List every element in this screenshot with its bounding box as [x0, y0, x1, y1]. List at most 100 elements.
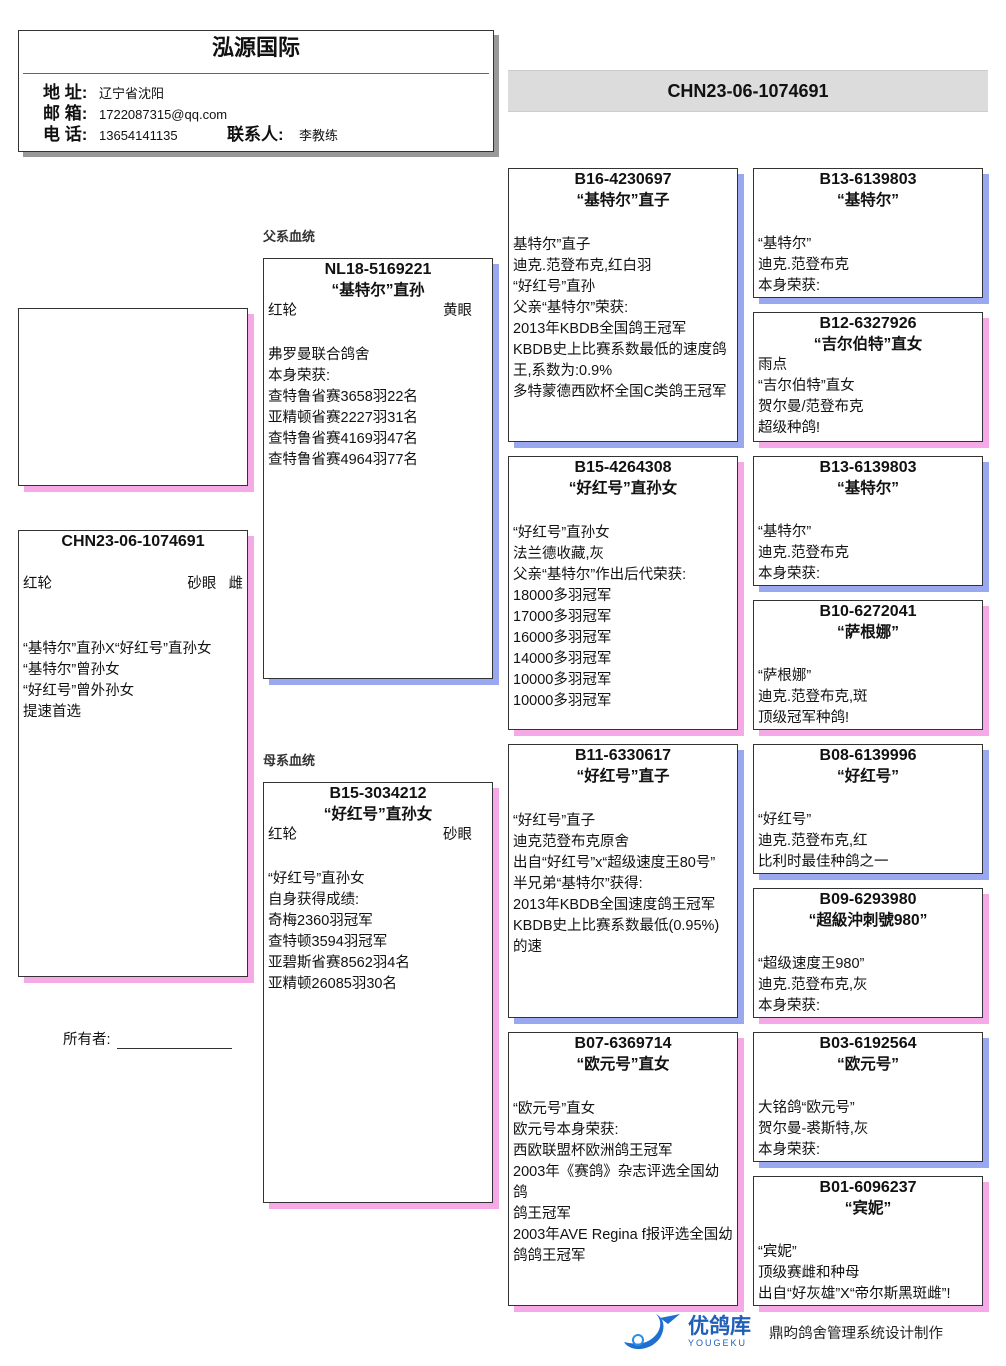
loft-name: 泓源国际 — [211, 35, 300, 60]
pigeon-name: “萨根娜” — [836, 624, 899, 641]
footer: 优鸽库 YOUGEKU 鼎昀鸽舍管理系统设计制作 — [620, 1312, 943, 1352]
email-value: 1722087315@qq.com — [99, 107, 228, 122]
note-line: 本身荣获: — [268, 368, 331, 384]
note-line: 本身荣获: — [758, 998, 821, 1014]
pedigree-card: B11-6330617“好红号”直子“好红号”直子迪克范登布克原舍出自“好红号”… — [508, 744, 738, 1018]
note-line: 出自“好灰雄”X“帝尔斯黑斑雌”! — [758, 1286, 951, 1302]
note-line: 西欧联盟杯欧洲鸽王冠军 — [513, 1143, 673, 1159]
ring-number: B10-6272041 — [819, 603, 917, 620]
phone-label: 电 话: — [43, 125, 88, 144]
yougeku-logo-icon — [624, 1314, 680, 1350]
subject-card: CHN23-06-1074691 红轮 砂眼 雌 “基特尔”直孙X“好红号”直孙… — [18, 530, 248, 977]
ring-number: B09-6293980 — [819, 891, 917, 908]
note-line: “宾妮” — [758, 1244, 797, 1260]
note-line: 迪克.范登布克,红白羽 — [513, 258, 652, 274]
notes: 雨点“吉尔伯特”直女贺尔曼/范登布克超级种鸽! — [754, 355, 982, 439]
pedigree-card: B08-6139996“好红号”“好红号”迪克.范登布克,红比利时最佳种鸽之一 — [753, 744, 983, 874]
note-line: “吉尔伯特”直女 — [758, 378, 855, 394]
note-line: 迪克.范登布克 — [758, 545, 850, 561]
pigeon-name: “好红号”直孙女 — [568, 480, 678, 497]
subject-note-line: “基特尔”直孙X“好红号”直孙女 — [23, 641, 212, 657]
owner-label: 所有者: — [63, 1032, 111, 1048]
ring-number: B13-6139803 — [819, 171, 917, 188]
notes: “超级速度王980”迪克.范登布克,灰本身荣获: — [754, 954, 982, 1017]
note-line: 顶级赛雌和种母 — [758, 1265, 860, 1281]
note-line: “好红号” — [758, 812, 812, 828]
note-line: 查特鲁省赛4169羽47名 — [268, 431, 418, 447]
pedigree-card: B16-4230697“基特尔”直子基特尔”直子迪克.范登布克,红白羽“好红号”… — [508, 168, 738, 442]
address-value: 辽宁省沈阳 — [99, 86, 165, 101]
note-line: 亚精顿26085羽30名 — [268, 976, 397, 992]
logo-text: 优鸽库 — [688, 1315, 751, 1338]
subject-ring-color: 红轮 — [23, 576, 52, 592]
note-line: 欧元号本身荣获: — [513, 1122, 619, 1138]
note-line: “萨根娜” — [758, 668, 812, 684]
note-line: 超级种鸽! — [758, 420, 821, 436]
address-label: 地 址: — [43, 83, 88, 102]
subject-note-line: “好红号”曾外孙女 — [23, 683, 135, 699]
note-line: 迪克.范登布克,斑 — [758, 689, 868, 705]
note-line: 弗罗曼联合鸽舍 — [268, 347, 370, 363]
ring-color: 红轮 — [268, 303, 297, 319]
pigeon-name: “宾妮” — [844, 1200, 892, 1217]
ring-number: B15-4264308 — [574, 459, 672, 476]
pedigree-card: B13-6139803“基特尔”“基特尔”迪克.范登布克本身荣获: — [753, 456, 983, 586]
note-line: 2003年《赛鸽》杂志评选全国幼鸽 — [513, 1164, 720, 1201]
note-line: 鸽王冠军 — [513, 1206, 571, 1222]
pigeon-name: “基特尔”直子 — [576, 192, 670, 209]
notes: 基特尔”直子迪克.范登布克,红白羽“好红号”直孙父亲“基特尔”荣获:2013年K… — [509, 235, 737, 403]
photo-placeholder — [18, 308, 248, 486]
ring-number: NL18-5169221 — [324, 261, 432, 278]
owner-blank-line — [116, 1032, 232, 1049]
pigeon-name: “好红号”直子 — [576, 768, 670, 785]
note-line: 半兄弟“基特尔”获得: — [513, 876, 643, 892]
note-line: “欧元号”直女 — [513, 1101, 596, 1117]
logo-subtext: YOUGEKU — [688, 1338, 748, 1348]
note-line: 自身获得成绩: — [268, 892, 360, 908]
owner-field: 所有者: — [63, 1028, 232, 1049]
note-line: 亚精顿省赛2227羽31名 — [268, 410, 418, 426]
ring-color: 红轮 — [268, 827, 297, 843]
note-line: 父亲“基特尔”作出后代荣获: — [513, 567, 687, 583]
note-line: “好红号”直子 — [513, 813, 596, 829]
note-line: “基特尔” — [758, 236, 812, 252]
subject-notes: “基特尔”直孙X“好红号”直孙女“基特尔”曾孙女“好红号”曾外孙女提速首选 — [19, 639, 247, 723]
pedigree-card: B10-6272041 “萨根娜” “萨根娜” 迪克.范登布克,斑顶级冠军种鸽! — [753, 600, 983, 730]
note-line: “基特尔” — [758, 524, 812, 540]
note-line: 奇梅2360羽冠军 — [268, 913, 373, 929]
pedigree-card: B01-6096237“宾妮”“宾妮”顶级赛雌和种母出自“好灰雄”X“帝尔斯黑斑… — [753, 1176, 983, 1306]
note-line: 2013年KBDB全国速度鸽王冠军 — [513, 897, 716, 913]
note-line: 比利时最佳种鸽之一 — [758, 854, 889, 870]
note-line: “超级速度王980” — [758, 956, 865, 972]
notes: “好红号”直孙女自身获得成绩:奇梅2360羽冠军查特顿3594羽冠军亚碧斯省赛8… — [264, 869, 492, 995]
pedigree-card: B03-6192564“欧元号”大铭鸽“欧元号”贺尔曼-裘斯特,灰本身荣获: — [753, 1032, 983, 1162]
note-line: 顶级冠军种鸽! — [758, 710, 850, 726]
note-line: 贺尔曼-裘斯特,灰 — [758, 1121, 869, 1137]
note-line: 查特顿3594羽冠军 — [268, 934, 388, 950]
note-line: 出自“好红号”x“超级速度王80号” — [513, 855, 716, 871]
note-line: “好红号”直孙 — [513, 279, 596, 295]
pigeon-name: “好红号” — [836, 768, 899, 785]
note-line: 大铭鸽“欧元号” — [758, 1100, 855, 1116]
pedigree-card: B07-6369714 “欧元号”直女“欧元号”直女欧元号本身荣获: 西欧联盟杯欧洲… — [508, 1032, 738, 1306]
notes: “欧元号”直女欧元号本身荣获: 西欧联盟杯欧洲鸽王冠军 2003年《赛鸽》杂志评选全… — [509, 1099, 737, 1267]
contact-value: 李教练 — [299, 128, 339, 143]
subject-eye: 砂眼 — [187, 576, 217, 592]
subject-ring-banner: CHN23-06-1074691 — [508, 70, 988, 112]
note-line: 18000多羽冠军 — [513, 588, 612, 604]
note-line: 本身荣获: — [758, 278, 821, 294]
note-line: 本身荣获: — [758, 566, 821, 582]
pigeon-name: “基特尔” — [836, 480, 899, 497]
pigeon-name: “吉尔伯特”直女 — [813, 336, 923, 353]
ring-number: B11-6330617 — [574, 747, 672, 764]
ring-number: B03-6192564 — [819, 1035, 917, 1052]
pigeon-name: “超級沖刺號980” — [808, 912, 928, 929]
note-line: 2003年AVE Regina f报评选全国幼 — [513, 1227, 733, 1243]
pigeon-name: “基特尔” — [836, 192, 899, 209]
notes: 大铭鸽“欧元号”贺尔曼-裘斯特,灰本身荣获: — [754, 1098, 982, 1161]
ring-number: B07-6369714 — [574, 1035, 672, 1052]
notes: “宾妮” 顶级赛雌和种母出自“好灰雄”X“帝尔斯黑斑雌”! — [754, 1242, 982, 1305]
pedigree-card: B13-6139803“基特尔”“基特尔”迪克.范登布克本身荣获: — [753, 168, 983, 298]
attributes-row: 红轮黄眼 — [264, 301, 492, 322]
pigeon-name: “好红号”直孙女 — [323, 806, 433, 823]
